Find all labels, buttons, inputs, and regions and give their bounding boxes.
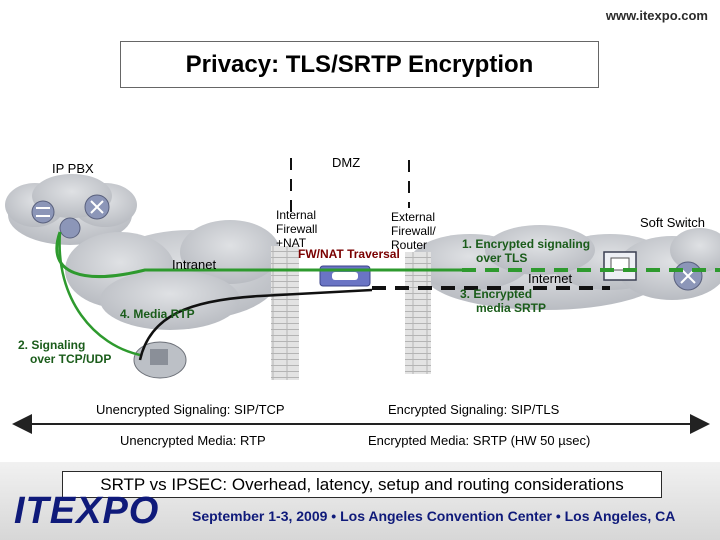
site-url: www.itexpo.com <box>605 8 708 23</box>
signaling-tcp-path <box>55 231 462 279</box>
internet-label: Internet <box>528 271 573 286</box>
soft-switch-router-icon <box>673 261 703 291</box>
encrypted-media-label: Encrypted Media: SRTP (HW 50 µsec) <box>368 433 591 448</box>
itexpo-logo: ITEXPO <box>14 490 160 532</box>
media-rtp-path <box>138 288 373 361</box>
pbx-router-icon <box>31 200 55 224</box>
internal-firewall-wall <box>271 246 299 380</box>
srtp-vs-ipsec-note: SRTP vs IPSEC: Overhead, latency, setup … <box>62 471 662 498</box>
ip-phone-icon <box>133 341 187 379</box>
encrypted-signaling-label: Encrypted Signaling: SIP/TLS <box>388 402 560 417</box>
signaling-phone-path <box>58 231 141 357</box>
unencrypted-media-label: Unencrypted Media: RTP <box>120 433 266 448</box>
slide-title: Privacy: TLS/SRTP Encryption <box>120 41 599 88</box>
unencrypted-signaling-label: Unencrypted Signaling: SIP/TCP <box>96 402 285 417</box>
dmz-label: DMZ <box>332 155 361 170</box>
soft-switch-server-icon <box>603 251 637 281</box>
internal-firewall-label: Internal Firewall +NAT <box>276 208 318 250</box>
pbx-hub-icon <box>59 217 81 239</box>
fw-nat-traversal-label: FW/NAT Traversal <box>298 247 400 261</box>
external-firewall-label: External Firewall/ Router <box>391 210 436 252</box>
external-firewall-wall <box>405 252 431 374</box>
step3-label: 3. Encrypted media SRTP <box>460 287 547 315</box>
step4-label: 4. Media RTP <box>120 307 195 321</box>
step2-label: 2. Signaling over TCP/UDP <box>18 338 112 366</box>
soft-switch-label: Soft Switch <box>640 215 706 230</box>
ip-pbx-label: IP PBX <box>52 161 94 176</box>
intranet-label: Intranet <box>172 257 217 272</box>
event-details: September 1-3, 2009 • Los Angeles Conven… <box>192 508 676 524</box>
intranet-cloud <box>65 220 280 330</box>
pbx-switch-icon <box>84 194 110 220</box>
step1-label: 1. Encrypted signaling over TLS <box>462 237 591 265</box>
